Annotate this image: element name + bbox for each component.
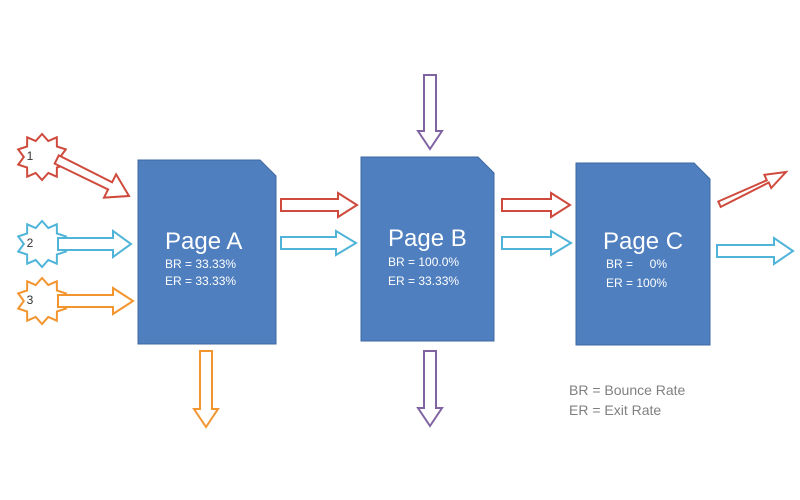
arrow-source3-to-page-a [57, 286, 135, 316]
arrow-page-a-exit-orange [192, 350, 220, 429]
arrow-page-c-exit-blue [716, 236, 795, 266]
arrow-source1-to-page-a [53, 154, 131, 199]
page-c-bounce-rate: BR = 0% [606, 257, 667, 271]
arrow-page-a-to-page-b-blue [280, 229, 358, 257]
source-label-3: 3 [27, 293, 34, 307]
legend-bounce-rate: BR = Bounce Rate [569, 382, 686, 398]
source-label-2: 2 [27, 236, 34, 250]
source-star-3 [16, 276, 68, 326]
page-c-title: Page C [603, 228, 683, 255]
arrow-page-a-to-page-b-red [280, 191, 359, 219]
arrow-entry-to-page-b-purple [416, 74, 444, 151]
page-c-exit-rate: ER = 100% [606, 276, 667, 290]
arrow-source2-to-page-a [57, 229, 133, 259]
arrow-page-b-to-page-c-blue [501, 229, 573, 257]
page-b-box [360, 156, 495, 342]
page-a-bounce-rate: BR = 33.33% [165, 257, 236, 271]
legend-exit-rate: ER = Exit Rate [569, 402, 661, 418]
page-b-title: Page B [388, 225, 467, 252]
arrow-page-b-exit-purple [416, 350, 444, 428]
arrow-page-c-exit-red [716, 170, 789, 209]
page-c-box [575, 162, 711, 346]
page-b-bounce-rate: BR = 100.0% [388, 255, 459, 269]
page-a-box [137, 159, 277, 345]
source-star-1 [16, 132, 68, 182]
source-label-1: 1 [27, 149, 34, 163]
page-a-exit-rate: ER = 33.33% [165, 274, 236, 288]
page-a-title: Page A [165, 228, 242, 255]
page-b-exit-rate: ER = 33.33% [388, 274, 459, 288]
source-star-2 [16, 219, 68, 269]
arrow-page-b-to-page-c-red [501, 191, 572, 219]
